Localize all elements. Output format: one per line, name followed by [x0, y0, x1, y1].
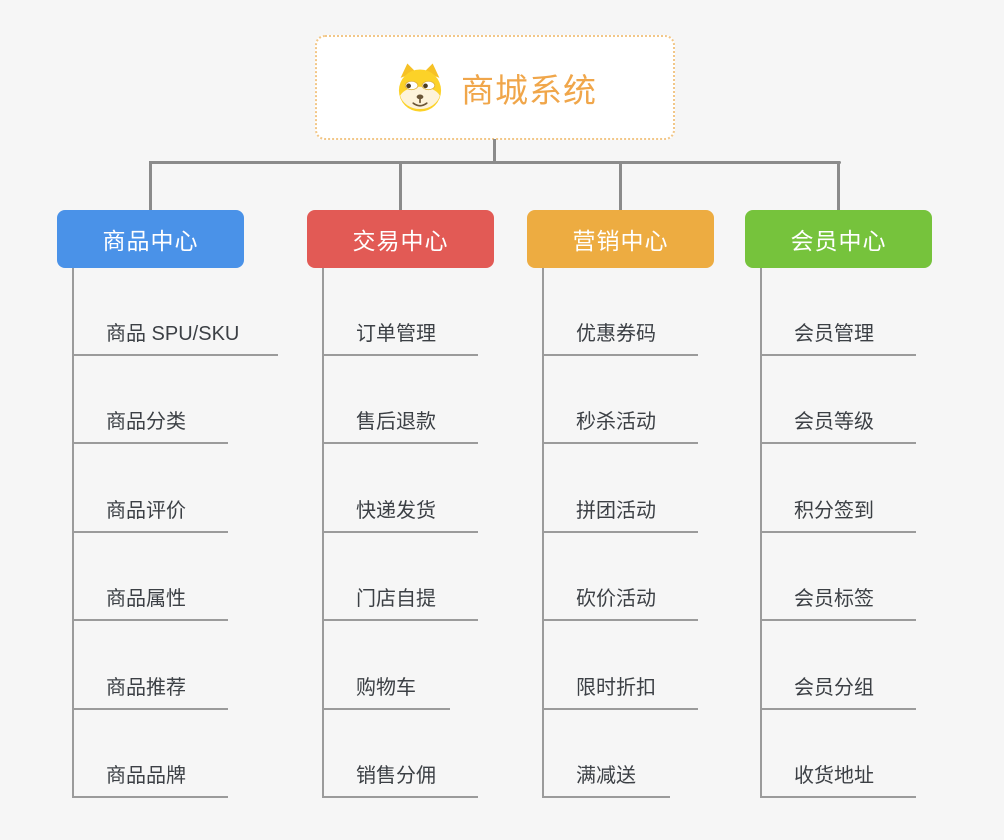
leaf-node[interactable]: 快递发货 — [322, 498, 478, 533]
leaf-node[interactable]: 购物车 — [322, 675, 450, 710]
leaf-node[interactable]: 会员分组 — [760, 675, 916, 710]
leaf-node[interactable]: 砍价活动 — [542, 586, 698, 621]
leaf-node[interactable]: 商品品牌 — [72, 763, 228, 798]
leaf-node[interactable]: 收货地址 — [760, 763, 916, 798]
connector-horizontal-bar — [149, 161, 841, 164]
leaf-node[interactable]: 会员管理 — [760, 321, 916, 356]
leaf-node[interactable]: 优惠券码 — [542, 321, 698, 356]
connector-drop-trade — [399, 161, 402, 211]
leaf-node[interactable]: 商品推荐 — [72, 675, 228, 710]
connector-root-stem — [493, 139, 496, 163]
connector-drop-product — [149, 161, 152, 211]
connector-drop-marketing — [619, 161, 622, 211]
leaf-node[interactable]: 拼团活动 — [542, 498, 698, 533]
root-title: 商城系统 — [461, 71, 597, 109]
leaf-node[interactable]: 商品属性 — [72, 586, 228, 621]
leaf-node[interactable]: 积分签到 — [760, 498, 916, 533]
branch-node-trade[interactable]: 交易中心 — [307, 210, 494, 268]
leaf-node[interactable]: 商品分类 — [72, 409, 228, 444]
branch-node-marketing[interactable]: 营销中心 — [527, 210, 714, 268]
doge-icon — [393, 61, 447, 115]
leaf-node[interactable]: 会员标签 — [760, 586, 916, 621]
leaf-node[interactable]: 满减送 — [542, 763, 670, 798]
leaf-node[interactable]: 会员等级 — [760, 409, 916, 444]
leaf-node[interactable]: 售后退款 — [322, 409, 478, 444]
leaf-node[interactable]: 秒杀活动 — [542, 409, 698, 444]
root-node-mall-system[interactable]: 商城系统 — [315, 35, 675, 140]
connector-drop-member — [837, 161, 840, 211]
branch-node-product[interactable]: 商品中心 — [57, 210, 244, 268]
leaf-node[interactable]: 门店自提 — [322, 586, 478, 621]
leaf-node[interactable]: 限时折扣 — [542, 675, 698, 710]
leaf-node[interactable]: 订单管理 — [322, 321, 478, 356]
branch-node-member[interactable]: 会员中心 — [745, 210, 932, 268]
leaf-node[interactable]: 销售分佣 — [322, 763, 478, 798]
leaf-node[interactable]: 商品评价 — [72, 498, 228, 533]
leaf-node[interactable]: 商品 SPU/SKU — [72, 321, 278, 356]
